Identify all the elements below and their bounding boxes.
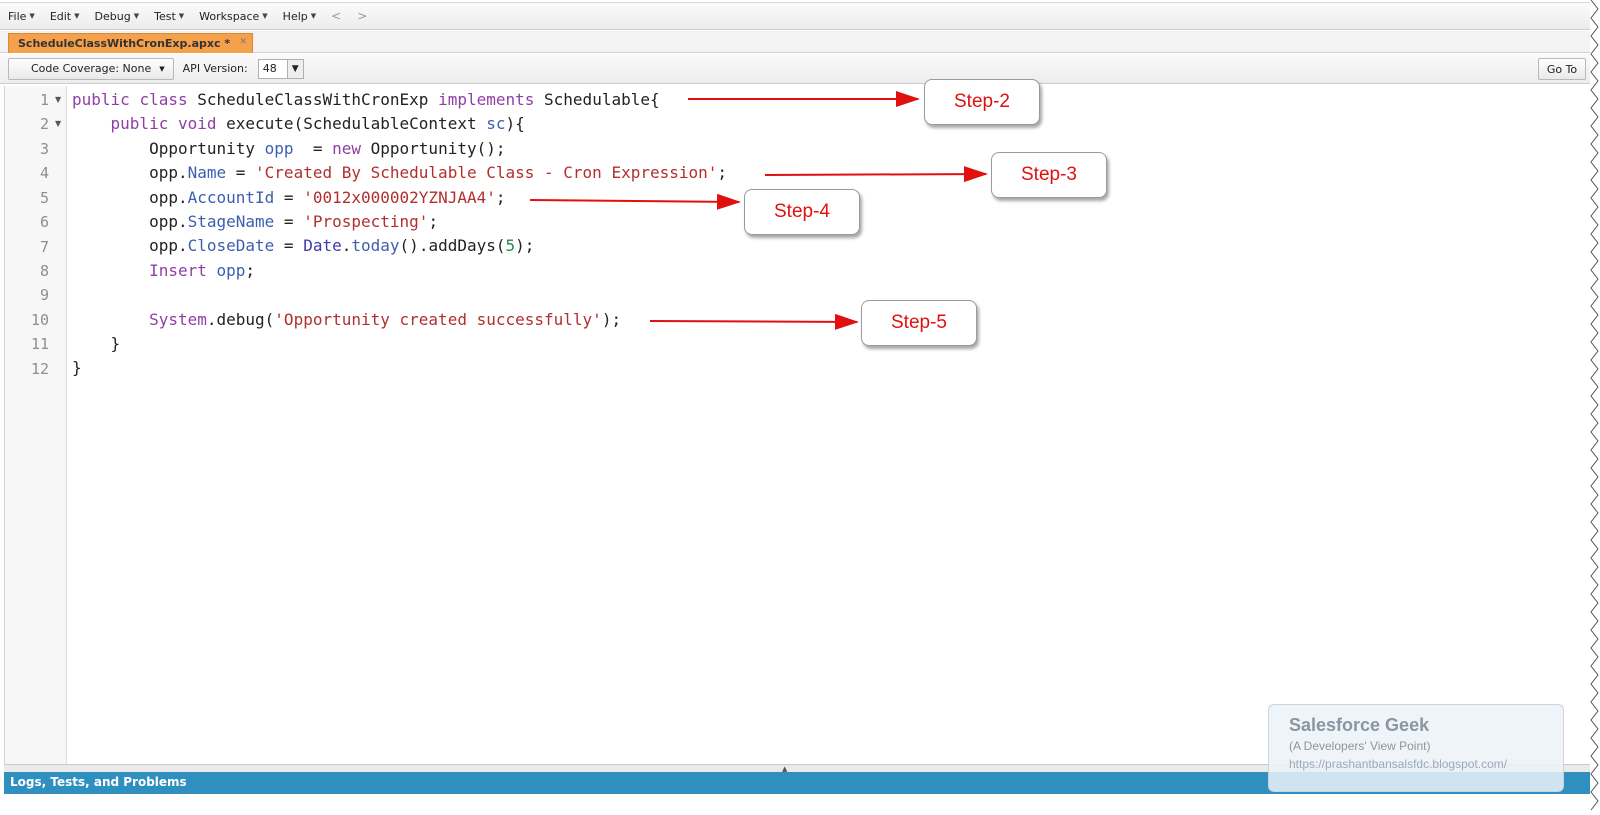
line-number: 5 <box>39 189 49 207</box>
chevron-down-icon: ▼ <box>159 64 165 73</box>
code-text[interactable]: public class ScheduleClassWithCronExp im… <box>72 88 727 381</box>
chevron-down-icon: ▼ <box>178 12 185 20</box>
code-line[interactable]: } <box>72 358 82 378</box>
line-number: 1 <box>39 91 49 109</box>
line-number: 2 <box>39 115 49 133</box>
code-line[interactable]: Insert opp; <box>149 260 256 280</box>
line-number: 6 <box>39 213 49 231</box>
line-number: 3 <box>39 140 49 158</box>
go-to-button[interactable]: Go To <box>1538 58 1586 80</box>
code-line[interactable]: public void execute(SchedulableContext s… <box>110 114 525 134</box>
editor-toolbar: Code Coverage: None ▼ API Version: 48 ▼ … <box>0 54 1590 84</box>
logs-tests-problems-panel-header[interactable]: Logs, Tests, and Problems <box>4 772 1590 794</box>
collapse-up-icon[interactable]: ▲ <box>782 765 788 773</box>
line-number: 4 <box>39 164 49 182</box>
file-tab[interactable]: ScheduleClassWithCronExp.apxc * ✕ <box>8 33 254 53</box>
chevron-down-icon: ▼ <box>29 12 35 20</box>
chevron-down-icon: ▼ <box>310 12 317 20</box>
menu-workspace-label: Workspace <box>199 9 260 23</box>
menu-test-label: Test <box>154 9 176 23</box>
code-line[interactable] <box>72 283 727 307</box>
watermark-subtitle: (A Developers' View Point) <box>1289 739 1431 753</box>
code-coverage-label: Code Coverage: None <box>31 62 152 75</box>
menu-help[interactable]: Help▼ <box>283 10 316 23</box>
code-line[interactable]: } <box>72 333 121 353</box>
torn-edge-decoration <box>1590 0 1599 811</box>
menu-workspace[interactable]: Workspace▼ <box>199 10 268 23</box>
chevron-down-icon: ▼ <box>262 12 268 20</box>
line-number: 7 <box>39 238 49 256</box>
line-number: 12 <box>30 360 49 378</box>
code-line[interactable]: public class ScheduleClassWithCronExp im… <box>72 90 660 109</box>
code-editor[interactable]: 1 ▼ 2 ▼ 3 4 5 6 7 8 9 10 11 12 public cl… <box>4 86 1590 764</box>
step-3-callout: Step-3 <box>991 152 1107 198</box>
code-line[interactable]: opp.AccountId = '0012x000002YZNJAA4'; <box>72 187 506 207</box>
fold-toggle-icon[interactable]: ▼ <box>55 119 62 128</box>
chevron-down-icon: ▼ <box>133 12 140 20</box>
api-version-select[interactable]: 48 ▼ <box>257 58 304 79</box>
close-icon[interactable]: ✕ <box>239 37 248 47</box>
step-5-callout: Step-5 <box>861 300 977 346</box>
chevron-down-icon: ▼ <box>286 59 303 78</box>
file-tab-label: ScheduleClassWithCronExp.apxc * <box>18 37 231 50</box>
step-2-callout: Step-2 <box>924 79 1040 125</box>
step-4-callout: Step-4 <box>744 189 860 235</box>
menu-edit[interactable]: Edit▼ <box>50 10 80 23</box>
api-version-label: API Version: <box>182 62 248 75</box>
back-arrow-icon[interactable]: < <box>331 9 342 23</box>
api-version-value: 48 <box>262 62 277 75</box>
line-number: 10 <box>30 311 49 329</box>
code-line[interactable]: opp.StageName = 'Prospecting'; <box>72 211 439 231</box>
watermark: Salesforce Geek (A Developers' View Poin… <box>1268 704 1564 792</box>
fold-toggle-icon[interactable]: ▼ <box>55 95 62 104</box>
line-number: 8 <box>39 262 49 280</box>
code-coverage-dropdown[interactable]: Code Coverage: None ▼ <box>8 57 174 80</box>
menu-edit-label: Edit <box>49 9 72 23</box>
forward-arrow-icon[interactable]: > <box>357 9 368 23</box>
menu-help-label: Help <box>282 9 308 23</box>
menu-file[interactable]: File▼ <box>8 10 35 23</box>
panel-splitter[interactable]: ▲ <box>4 764 1590 773</box>
code-line[interactable]: opp.CloseDate = Date.today().addDays(5); <box>72 236 535 256</box>
line-number: 9 <box>39 286 49 304</box>
menu-test[interactable]: Test▼ <box>154 10 184 23</box>
watermark-url: https://prashantbansalsfdc.blogspot.com/ <box>1289 757 1508 771</box>
code-line[interactable]: Opportunity opp = new Opportunity(); <box>72 138 506 158</box>
menu-debug-label: Debug <box>94 9 131 23</box>
code-line[interactable]: System.debug('Opportunity created succes… <box>149 309 622 329</box>
editor-tab-strip: ScheduleClassWithCronExp.apxc * ✕ <box>0 31 1590 53</box>
menu-file-label: File <box>8 9 27 23</box>
line-number-gutter: 1 ▼ 2 ▼ 3 4 5 6 7 8 9 10 11 12 <box>5 86 67 764</box>
menu-bar: File▼ Edit▼ Debug▼ Test▼ Workspace▼ Help… <box>0 2 1590 30</box>
menu-debug[interactable]: Debug▼ <box>95 10 140 23</box>
watermark-title: Salesforce Geek <box>1289 715 1430 735</box>
chevron-down-icon: ▼ <box>74 12 80 20</box>
code-line[interactable]: opp.Name = 'Created By Schedulable Class… <box>72 163 728 183</box>
line-number: 11 <box>30 335 49 353</box>
